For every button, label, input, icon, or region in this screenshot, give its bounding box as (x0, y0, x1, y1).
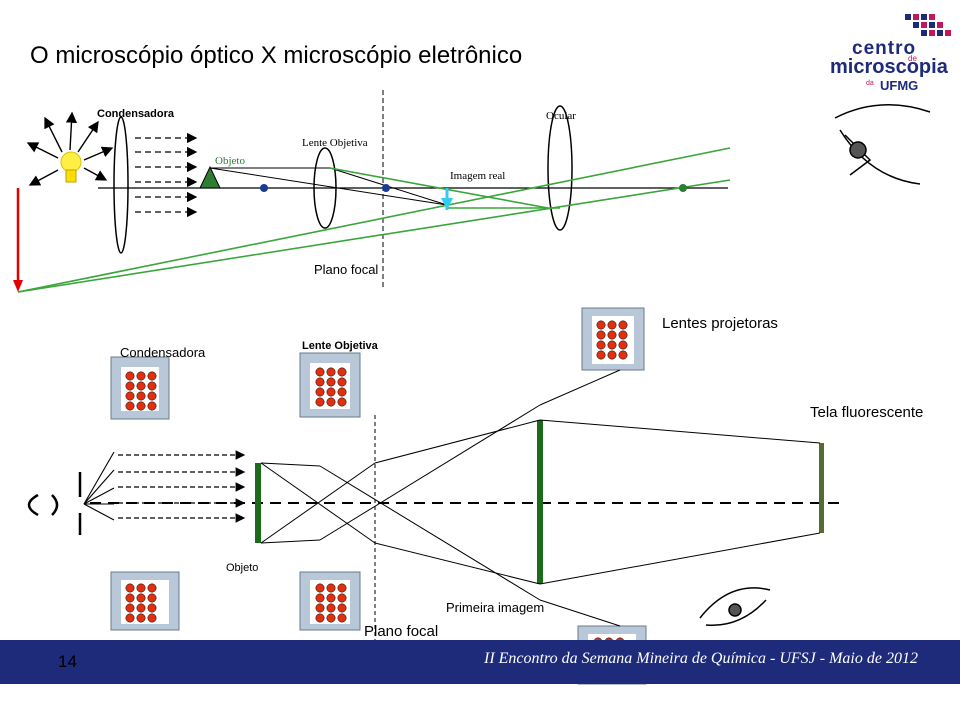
coil-dot (326, 583, 336, 593)
coil-dot (618, 320, 628, 330)
eye-drawing-bottom-icon (699, 587, 771, 627)
coil-dot (596, 330, 606, 340)
eye-drawing-icon (834, 104, 931, 185)
coil-dot (147, 593, 157, 603)
coil-dot (607, 330, 617, 340)
coil-dot (596, 340, 606, 350)
coil-dot (125, 603, 135, 613)
coil-dot (315, 387, 325, 397)
coil-dot (136, 583, 146, 593)
coil-dot (136, 381, 146, 391)
label-primeira-imagem: Primeira imagem (446, 600, 545, 615)
coil-dot (337, 377, 347, 387)
coil-dot (315, 613, 325, 623)
coil-dot (337, 367, 347, 377)
coil-dot (326, 603, 336, 613)
coil-dot (337, 583, 347, 593)
condenser-lens-optical (113, 116, 129, 254)
coil-dot (607, 350, 617, 360)
coil-dot (147, 583, 157, 593)
coil-dot (125, 391, 135, 401)
coil-dot (337, 613, 347, 623)
label-objeto-electron: Objeto (226, 562, 259, 574)
coil-dot (147, 381, 157, 391)
electron-gun-filament (27, 472, 82, 535)
coil-dot (147, 391, 157, 401)
coil-dot (315, 367, 325, 377)
slide-title: O microscópio óptico X microscópio eletr… (30, 42, 523, 69)
coil-dot (326, 387, 336, 397)
footer-text: II Encontro da Semana Mineira de Química… (484, 650, 918, 667)
coil-dot (136, 391, 146, 401)
logo-line3: UFMG (880, 78, 919, 93)
label-plano-focal-optical: Plano focal (314, 262, 379, 277)
lamp-icon (60, 151, 82, 183)
logo-line2: microscopia (830, 56, 948, 78)
footer-bar (0, 640, 960, 684)
coil-dot (326, 377, 336, 387)
label-lentes-projetoras: Lentes projetoras (662, 315, 778, 332)
label-condensadora-optical: Condensadora (97, 108, 175, 120)
object-triangle (199, 165, 221, 189)
coil-dot (125, 593, 135, 603)
logo-de: de (908, 54, 917, 63)
coil-dot (337, 603, 347, 613)
condenser-coil-bottom (110, 571, 180, 631)
coil-dot (147, 371, 157, 381)
coil-dot (125, 613, 135, 623)
coil-dot (618, 350, 628, 360)
label-condensadora-electron: Condensadora (120, 345, 206, 360)
coil-dot (326, 593, 336, 603)
label-imagem-real: Imagem real (450, 170, 506, 182)
coil-dot (315, 603, 325, 613)
fluorescent-screen (819, 443, 824, 533)
coil-dot (596, 350, 606, 360)
coil-dot (326, 613, 336, 623)
coil-dot (136, 371, 146, 381)
coil-dot (315, 377, 325, 387)
coil-dot (326, 367, 336, 377)
coil-dot (147, 603, 157, 613)
coil-dot (136, 593, 146, 603)
coil-dot (136, 401, 146, 411)
label-objeto-optical: Objeto (215, 155, 245, 167)
parallel-rays (135, 132, 198, 218)
coil-dot (596, 320, 606, 330)
label-ocular: Ocular (546, 110, 576, 122)
logo-line1: centro (852, 38, 917, 59)
coil-dot (618, 330, 628, 340)
coil-dot (125, 371, 135, 381)
coil-dot (125, 583, 135, 593)
coil-dot (125, 401, 135, 411)
coil-dot (337, 593, 347, 603)
coil-dot (337, 387, 347, 397)
coil-dot (337, 397, 347, 407)
coil-dot (136, 613, 146, 623)
label-lente-objetiva-electron: Lente Objetiva (302, 340, 378, 352)
coil-dot (618, 340, 628, 350)
coil-dot (136, 603, 146, 613)
coil-dot (315, 583, 325, 593)
coil-dot (315, 397, 325, 407)
light-rays (26, 111, 114, 186)
pixel-grid-logo-icon (905, 14, 951, 36)
coil-dot (147, 401, 157, 411)
coil-dot (326, 397, 336, 407)
label-lente-objetiva-optical: Lente Objetiva (302, 137, 368, 149)
coil-dot (125, 381, 135, 391)
coil-dot (147, 613, 157, 623)
coil-dot (607, 320, 617, 330)
coil-dot (315, 593, 325, 603)
logo-da: da (866, 80, 874, 87)
coil-dot (607, 340, 617, 350)
electron-objective-lens (255, 463, 261, 543)
label-tela-fluorescente: Tela fluorescente (810, 404, 924, 421)
label-plano-focal-electron: Plano focal (364, 623, 439, 640)
electron-projector-lens (537, 420, 543, 584)
slide-number: 14 (58, 652, 77, 671)
eyepiece-lens (547, 105, 573, 231)
